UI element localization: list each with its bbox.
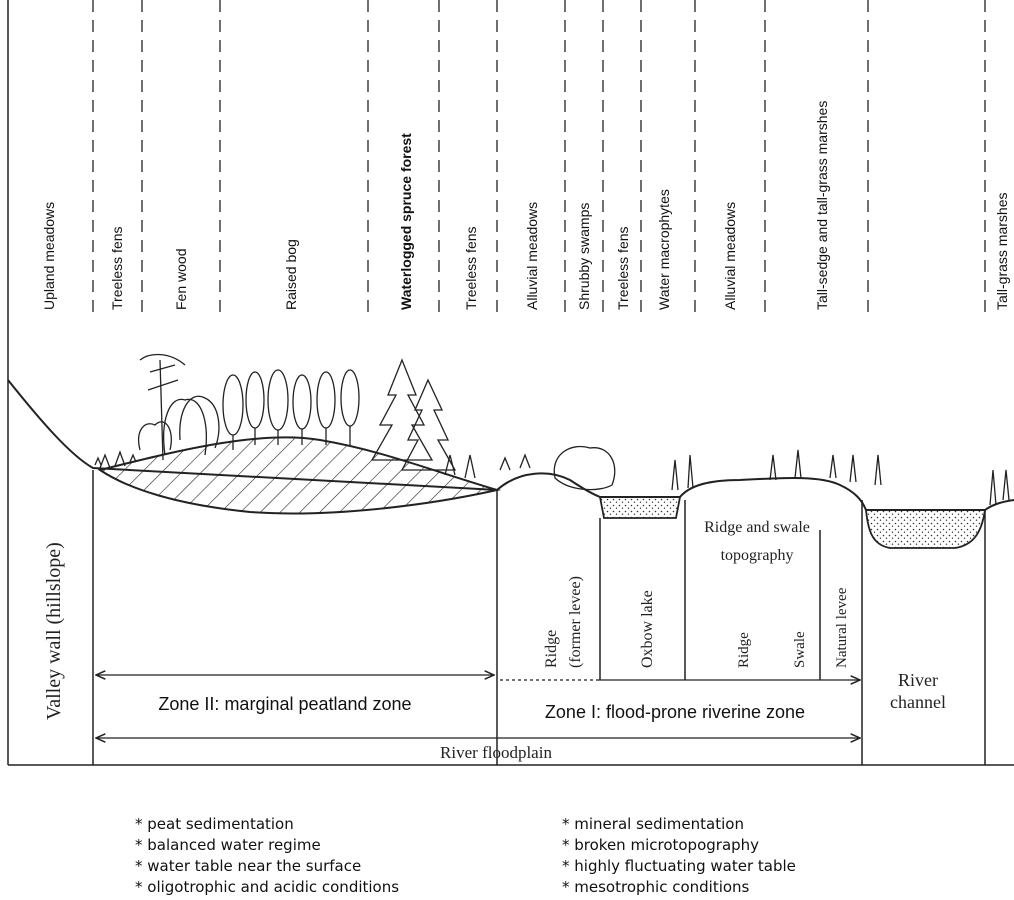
label-ridge-and-swale: Ridge and swale [704, 519, 810, 536]
zone-1-note: * highly fluctuating water table [562, 856, 796, 877]
raised-bog-peat-body [100, 437, 497, 513]
label-former-levee: (former levee) [567, 576, 584, 668]
zone-2-note: * oligotrophic and acidic conditions [135, 877, 399, 898]
zone-2-note: * peat sedimentation [135, 814, 399, 835]
label-ridge-small: Ridge [736, 632, 752, 668]
zone-1-note: * broken microtopography [562, 835, 796, 856]
label-oxbow-lake: Oxbow lake [639, 590, 656, 668]
oxbow-lake-water [600, 497, 680, 518]
zone-1-note: * mesotrophic conditions [562, 877, 796, 898]
zone-2-note: * water table near the surface [135, 856, 399, 877]
zone-1-label: Zone I: flood-prone riverine zone [545, 702, 805, 722]
label-channel: channel [890, 692, 946, 712]
label-river: River [898, 670, 938, 690]
zone-1-note: * mineral sedimentation [562, 814, 796, 835]
veg-label-tall-sedge-marshes: Tall-sedge and tall-grass marshes [814, 101, 830, 310]
zone-2-characteristics: * peat sedimentation * balanced water re… [135, 814, 399, 898]
section-lines [93, 470, 985, 765]
veg-label-raised-bog: Raised bog [283, 239, 299, 310]
river-channel-water [866, 510, 985, 548]
label-valley-wall: Valley wall (hillslope) [43, 542, 65, 720]
zone-2-label: Zone II: marginal peatland zone [158, 694, 411, 714]
zone-2-note: * balanced water regime [135, 835, 399, 856]
veg-label-fen-wood: Fen wood [173, 249, 189, 310]
veg-label-alluvial-meadows-2: Alluvial meadows [722, 202, 738, 310]
veg-label-waterlogged-spruce-forest: Waterlogged spruce forest [398, 133, 414, 310]
zone-1-characteristics: * mineral sedimentation * broken microto… [562, 814, 796, 898]
label-ridge: Ridge [543, 630, 560, 668]
label-natural-levee: Natural levee [834, 587, 850, 668]
veg-label-alluvial-meadows-1: Alluvial meadows [524, 202, 540, 310]
veg-label-shrubby-swamps: Shrubby swamps [576, 203, 592, 310]
floodplain-label: River floodplain [440, 743, 552, 762]
veg-label-upland-meadows: Upland meadows [41, 202, 57, 310]
veg-label-treeless-fens-1: Treeless fens [109, 226, 125, 310]
label-swale: Swale [792, 631, 808, 668]
veg-label-treeless-fens-2: Treeless fens [463, 226, 479, 310]
veg-label-treeless-fens-3: Treeless fens [615, 226, 631, 310]
label-topography: topography [721, 547, 794, 564]
veg-label-water-macrophytes: Water macrophytes [656, 189, 672, 310]
veg-label-tall-grass-marshes: Tall-grass marshes [994, 193, 1010, 310]
